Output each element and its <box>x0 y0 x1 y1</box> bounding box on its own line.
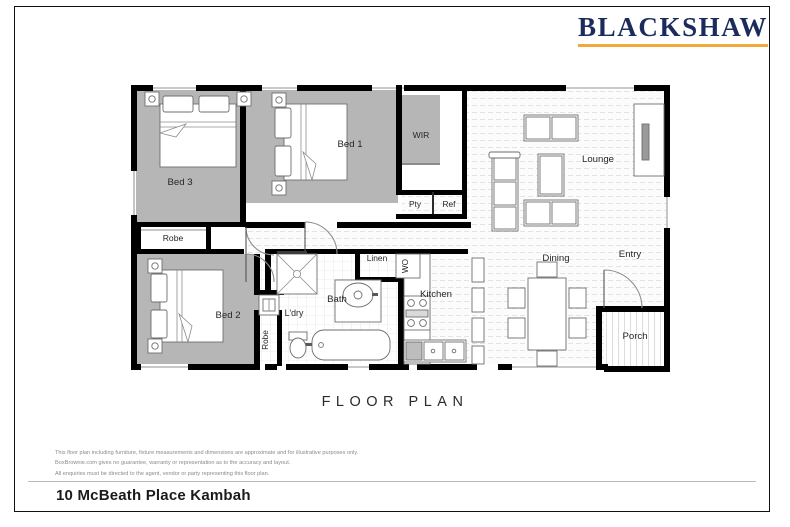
brand-underline <box>578 44 768 47</box>
room-label-robe-bot: Robe <box>261 330 270 350</box>
room-label-dining: Dining <box>542 253 569 264</box>
disclaimer-line-1: This floor plan including furniture, fix… <box>55 450 359 456</box>
walls <box>131 85 670 372</box>
room-label-bed2: Bed 2 <box>215 310 240 321</box>
room-labels: Bed 3 Bed 1 Bed 2 WIR Robe Robe Pty Ref … <box>163 130 648 350</box>
room-label-robe-top: Robe <box>163 233 184 243</box>
room-label-bath: Bath <box>327 294 347 305</box>
room-label-kitchen: Kitchen <box>420 289 452 300</box>
room-label-ldry: L'dry <box>285 308 304 318</box>
address-divider <box>28 481 756 482</box>
property-address: 10 McBeath Place Kambah <box>56 487 251 504</box>
room-label-entry: Entry <box>619 249 642 260</box>
room-label-bed1: Bed 1 <box>337 139 362 150</box>
room-label-pty: Pty <box>409 199 422 209</box>
room-label-linen: Linen <box>367 253 388 263</box>
brand-logo: BLACKSHAW <box>578 14 768 47</box>
disclaimer: This floor plan including furniture, fix… <box>55 448 575 479</box>
room-label-ref: Ref <box>442 199 456 209</box>
room-label-lounge: Lounge <box>582 154 614 165</box>
page-title: FLOOR PLAN <box>321 394 469 410</box>
room-label-wir: WIR <box>413 130 430 140</box>
room-label-bed3: Bed 3 <box>167 177 192 188</box>
brand-name: BLACKSHAW <box>578 12 768 42</box>
room-label-wo: WO <box>401 259 410 273</box>
disclaimer-line-2: BoxBrownie.com gives no guarantee, warra… <box>55 460 291 467</box>
furniture <box>144 91 665 367</box>
disclaimer-line-3: All enquiries must be directed to the ag… <box>55 470 270 477</box>
door-swings <box>245 221 643 309</box>
room-label-porch: Porch <box>622 331 647 342</box>
